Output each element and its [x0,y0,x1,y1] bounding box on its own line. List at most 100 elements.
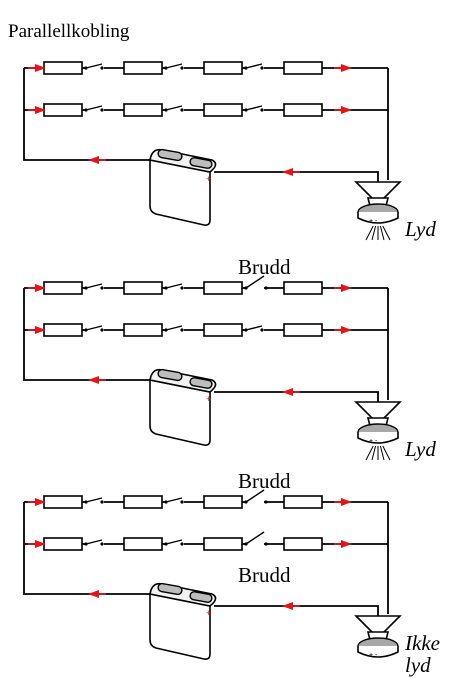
resistor-icon [43,61,83,75]
sound-waves-icon [365,445,391,461]
battery-icon: + [149,148,217,226]
speaker-icon: + - [354,401,402,461]
sound-label-2: lyd [405,653,431,677]
closed-switch [164,283,184,290]
break-label: Brudd [238,469,291,493]
closed-switch [84,63,104,70]
current-arrow [28,64,46,72]
current-arrow [88,156,106,164]
current-arrow [334,540,352,548]
current-arrow [334,326,352,334]
resistor-icon [283,103,323,117]
resistor-icon [203,495,243,509]
battery-terminal [189,377,213,389]
closed-switch [164,63,184,70]
resistor-icon [43,323,83,337]
closed-switch [164,497,184,504]
diagram-title: Parallellkobling [8,21,130,42]
battery-wire [214,171,379,182]
break-label: Brudd [238,563,291,587]
return-wire [23,502,160,595]
battery-terminal [157,582,183,596]
battery-icon: + [149,582,217,660]
current-arrow [28,540,46,548]
closed-switch [244,105,264,112]
speaker-icon: + - [354,615,402,659]
open-switch-icon [244,531,268,546]
speaker-polarity: + - [369,652,378,659]
current-arrow [334,106,352,114]
resistor-icon [123,323,163,337]
sound-label: Lyd [404,217,436,241]
current-arrow [334,64,352,72]
sound-label: Lyd [404,437,436,461]
return-wire [23,288,160,381]
plus-sign: + [206,394,211,404]
closed-switch [244,325,264,332]
closed-switch [164,325,184,332]
battery-terminal [157,368,183,382]
current-arrow [28,326,46,334]
closed-switch [84,283,104,290]
current-arrow [88,376,106,384]
parallel-branch [24,489,388,509]
return-wire [23,68,160,161]
resistor-icon [43,537,83,551]
parallel-branch [24,61,388,75]
open-switch-icon [244,275,268,290]
current-arrow [28,498,46,506]
closed-switch [84,497,104,504]
resistor-icon [43,495,83,509]
closed-switch [164,539,184,546]
battery-terminal [157,148,183,162]
current-arrow [334,284,352,292]
resistor-icon [123,281,163,295]
speaker-icon: + - [354,181,402,241]
break-label: Brudd [238,255,291,279]
closed-switch [164,105,184,112]
current-arrow [282,602,300,610]
current-arrow [28,284,46,292]
open-switch-icon [244,489,268,504]
resistor-icon [283,323,323,337]
current-arrow [334,498,352,506]
resistor-icon [123,537,163,551]
resistor-icon [283,281,323,295]
resistor-icon [283,61,323,75]
sound-label: Ikke [404,631,440,655]
resistor-icon [123,103,163,117]
panel-1: + + - Lyd [23,61,436,241]
speaker-polarity: + - [369,438,378,445]
resistor-icon [203,103,243,117]
battery-wire [214,391,379,402]
current-arrow [282,388,300,396]
parallel-branch [24,103,388,117]
plus-sign: + [206,608,211,618]
speaker-polarity: + - [369,218,378,225]
battery-terminal [189,157,213,169]
resistor-icon [283,495,323,509]
battery-terminal [189,591,213,603]
current-arrow [282,168,300,176]
sound-waves-icon [365,225,391,241]
current-arrow [28,106,46,114]
current-arrow [88,590,106,598]
closed-switch [84,539,104,546]
parallel-branch [24,275,388,295]
resistor-icon [203,61,243,75]
resistor-icon [123,495,163,509]
resistor-icon [203,281,243,295]
closed-switch [244,63,264,70]
battery-wire [214,605,379,616]
panel-2: Brudd + + - Lyd [23,255,436,461]
battery-icon: + [149,368,217,446]
closed-switch [84,325,104,332]
resistor-icon [283,537,323,551]
resistor-icon [43,281,83,295]
parallel-branch [24,531,388,551]
closed-switch [84,105,104,112]
resistor-icon [43,103,83,117]
parallel-branch [24,323,388,337]
